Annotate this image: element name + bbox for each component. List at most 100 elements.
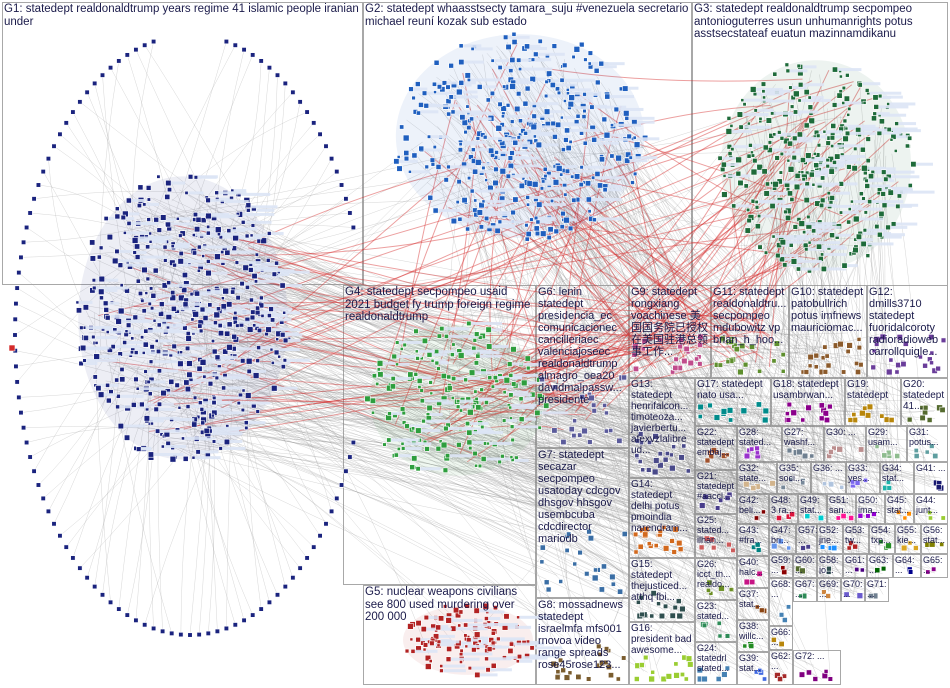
node [402,411,406,415]
node [447,165,451,169]
node-label [404,442,431,445]
node [788,166,794,172]
group-label-g17: G17: statedept nato usa... [695,378,771,401]
node [250,234,253,237]
node [179,632,184,637]
node-label [184,260,204,263]
node [249,298,253,302]
node [148,392,152,396]
node [46,156,51,161]
node [427,135,431,139]
node [14,301,18,306]
group-label-g23: G23: stated... [695,600,737,621]
node [927,417,932,422]
node [416,356,420,360]
node-label [131,199,145,202]
node [531,124,537,130]
node [486,344,492,350]
node [801,171,804,174]
node [514,106,520,112]
group-label-g16: G16: president bad awesome... [629,622,695,656]
node [437,640,441,644]
node [404,156,409,161]
node [118,263,123,268]
node [587,440,592,445]
node [401,447,405,451]
node [52,144,57,149]
node [535,410,540,415]
node [757,214,761,218]
node [903,516,907,520]
node [467,409,473,415]
node [324,522,329,527]
node [808,96,811,99]
node [728,152,732,156]
node-label [226,386,243,389]
node [224,626,229,631]
node [482,166,486,170]
node [64,121,69,126]
node [731,548,736,553]
node [821,266,826,271]
node-label [506,144,536,147]
group-label-g55: G55: kie... [895,524,921,545]
node [901,545,907,551]
node [673,605,678,610]
group-label-g11: G11: statedept realdonaldtru... secpompe… [711,285,789,346]
group-label-g52: G52: jne... [817,524,843,545]
group-label-g65: G65: ... [921,554,948,574]
node [157,369,161,373]
node [588,62,591,65]
node [411,427,414,430]
node-label [271,232,283,235]
node [504,377,510,383]
node [652,469,658,475]
node [248,268,253,273]
node [738,369,744,375]
node [562,63,567,68]
node-label [575,96,593,99]
node [804,197,809,202]
node [814,365,818,369]
node [780,136,784,140]
node [298,100,303,105]
node [517,136,521,140]
node [597,183,602,188]
node [481,425,485,429]
node-label [743,113,769,116]
node [804,247,808,251]
node [212,400,216,404]
node [487,647,492,652]
node-label [455,110,482,113]
node [580,165,584,169]
node [914,448,918,452]
node-label [146,203,159,206]
node [148,452,153,457]
node [886,369,892,375]
node [823,411,829,417]
node-label [241,402,271,405]
node [823,130,826,133]
node [245,234,249,238]
node [578,550,583,555]
node-label [171,182,185,185]
node [416,111,420,115]
node [634,677,639,682]
node-label [835,234,852,237]
node [206,231,210,235]
node [808,241,811,244]
node-label [210,199,233,202]
node [420,399,424,403]
node-label [221,233,240,236]
node [99,246,103,250]
node [415,82,420,87]
node [405,424,410,429]
node-label [460,405,473,408]
node [200,359,206,365]
node [762,169,767,174]
group-label-g70: G70: ... [841,578,865,598]
node [480,388,484,392]
node [666,674,672,680]
node [526,231,531,236]
group-label-g56: G56: stat... [921,524,948,545]
